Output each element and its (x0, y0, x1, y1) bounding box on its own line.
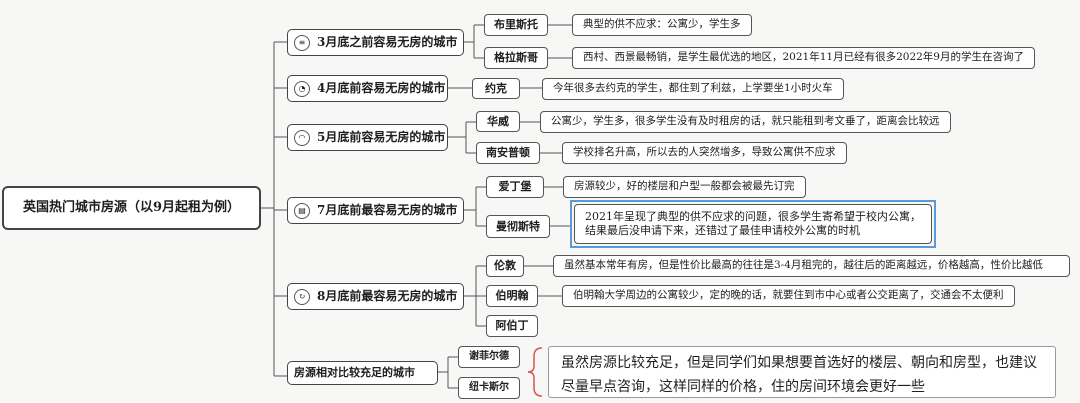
refresh-icon: ↻ (294, 288, 310, 305)
city-label: 谢菲尔德 (469, 350, 509, 362)
group-label: 5月底前容易无房的城市 (317, 130, 446, 144)
city-edinburgh[interactable]: 爱丁堡 (486, 176, 544, 198)
root-topic[interactable]: 英国热门城市房源（以9月起租为例） (2, 186, 261, 230)
desc-text: 典型的供不应求：公寓少，学生多 (583, 18, 741, 31)
root-label: 英国热门城市房源（以9月起租为例） (22, 199, 241, 215)
group-april[interactable]: ◔ 4月底前容易无房的城市 (287, 75, 448, 102)
city-label: 纽卡斯尔 (469, 381, 509, 393)
desc-manchester[interactable]: 2021年呈现了典型的供不应求的问题，很多学生寄希望于校内公寓， 结果最后没申请… (574, 204, 932, 244)
chart-icon: ◠ (294, 129, 310, 146)
city-label: 伦敦 (494, 259, 516, 273)
city-manchester[interactable]: 曼彻斯特 (486, 215, 550, 238)
group-label: 3月底之前容易无房的城市 (317, 35, 458, 49)
city-warwick[interactable]: 华威 (476, 111, 520, 132)
group-label: 4月底前容易无房的城市 (317, 81, 446, 95)
group-label: 8月底前最容易无房的城市 (317, 289, 458, 303)
notes-icon: ≡ (294, 34, 310, 51)
desc-edinburgh[interactable]: 房源较少，好的楼层和户型一般都会被最先订完 (563, 176, 806, 198)
desc-line: 结果最后没申请下来，还错过了最佳申请校外公寓的时机 (585, 224, 860, 237)
city-label: 约克 (485, 81, 507, 95)
desc-text: 西村、西景最畅销，是学生最优选的地区，2021年11月已经有很多2022年9月的… (583, 51, 1024, 64)
group-label: 7月底前最容易无房的城市 (317, 203, 458, 217)
city-label: 伯明翰 (495, 289, 529, 303)
desc-text: 学校排名升高，所以去的人突然增多，导致公寓供不应求 (573, 146, 836, 159)
note-line: 尽量早点咨询，这样同样的价格，住的房间环境会更好一些 (561, 379, 925, 395)
desc-southampton[interactable]: 学校排名升高，所以去的人突然增多，导致公寓供不应求 (562, 142, 847, 164)
desc-bristol[interactable]: 典型的供不应求：公寓少，学生多 (572, 14, 752, 36)
city-label: 爱丁堡 (498, 180, 532, 194)
group-march[interactable]: ≡ 3月底之前容易无房的城市 (287, 29, 464, 56)
city-label: 华威 (487, 114, 509, 128)
desc-text: 房源较少，好的楼层和户型一般都会被最先订完 (574, 180, 795, 193)
selection-highlight (570, 200, 936, 248)
city-glasgow[interactable]: 格拉斯哥 (484, 47, 548, 69)
calendar-icon: ▤ (294, 202, 310, 219)
city-southampton[interactable]: 南安普顿 (476, 142, 540, 164)
desc-glasgow[interactable]: 西村、西景最畅销，是学生最优选的地区，2021年11月已经有很多2022年9月的… (572, 47, 1035, 69)
desc-text: 今年很多去约克的学生，都住到了利兹，上学要坐1小时火车 (553, 82, 833, 95)
desc-line: 2021年呈现了典型的供不应求的问题，很多学生寄希望于校内公寓， (585, 210, 921, 224)
desc-text: 公寓少，学生多，很多学生没有及时租房的话，就只能租到考文垂了，距离会比较远 (551, 115, 940, 128)
clock-icon: ◔ (294, 80, 310, 97)
city-label: 布里斯托 (494, 18, 538, 32)
city-birmingham[interactable]: 伯明翰 (486, 285, 538, 307)
group-label: 房源相对比较充足的城市 (294, 366, 415, 380)
brace-icon (527, 347, 543, 397)
city-label: 格拉斯哥 (494, 51, 538, 65)
note-line: 虽然房源比较充足，但是同学们如果想要首选好的楼层、朝向和房型，也建议 (561, 355, 1037, 371)
group-sufficient[interactable]: 房源相对比较充足的城市 (287, 361, 438, 385)
group-may[interactable]: ◠ 5月底前容易无房的城市 (287, 124, 448, 151)
city-aberdeen[interactable]: 阿伯丁 (486, 315, 538, 337)
desc-text: 虽然基本常年有房，但是性价比最高的往往是3-4月租完的，越往后的距离越远，价格越… (564, 259, 1043, 272)
group-august[interactable]: ↻ 8月底前最容易无房的城市 (287, 283, 464, 310)
desc-york[interactable]: 今年很多去约克的学生，都住到了利兹，上学要坐1小时火车 (542, 78, 844, 100)
summary-note[interactable]: 虽然房源比较充足，但是同学们如果想要首选好的楼层、朝向和房型，也建议 尽量早点咨… (548, 346, 1056, 398)
city-label: 阿伯丁 (495, 319, 529, 333)
desc-birmingham[interactable]: 伯明翰大学周边的公寓较少，定的晚的话，就要住到市中心或者公交距离了，交通会不太便… (562, 285, 1015, 307)
city-york[interactable]: 约克 (472, 78, 520, 99)
desc-london[interactable]: 虽然基本常年有房，但是性价比最高的往往是3-4月租完的，越往后的距离越远，价格越… (553, 255, 1070, 277)
city-london[interactable]: 伦敦 (486, 255, 524, 277)
city-bristol[interactable]: 布里斯托 (484, 14, 548, 36)
city-newcastle[interactable]: 纽卡斯尔 (458, 377, 520, 399)
group-july[interactable]: ▤ 7月底前最容易无房的城市 (287, 197, 464, 224)
city-sheffield[interactable]: 谢菲尔德 (458, 346, 520, 368)
city-label: 曼彻斯特 (496, 219, 540, 233)
desc-warwick[interactable]: 公寓少，学生多，很多学生没有及时租房的话，就只能租到考文垂了，距离会比较远 (540, 111, 951, 133)
desc-text: 伯明翰大学周边的公寓较少，定的晚的话，就要住到市中心或者公交距离了，交通会不太便… (573, 289, 1004, 302)
city-label: 南安普顿 (486, 146, 530, 160)
